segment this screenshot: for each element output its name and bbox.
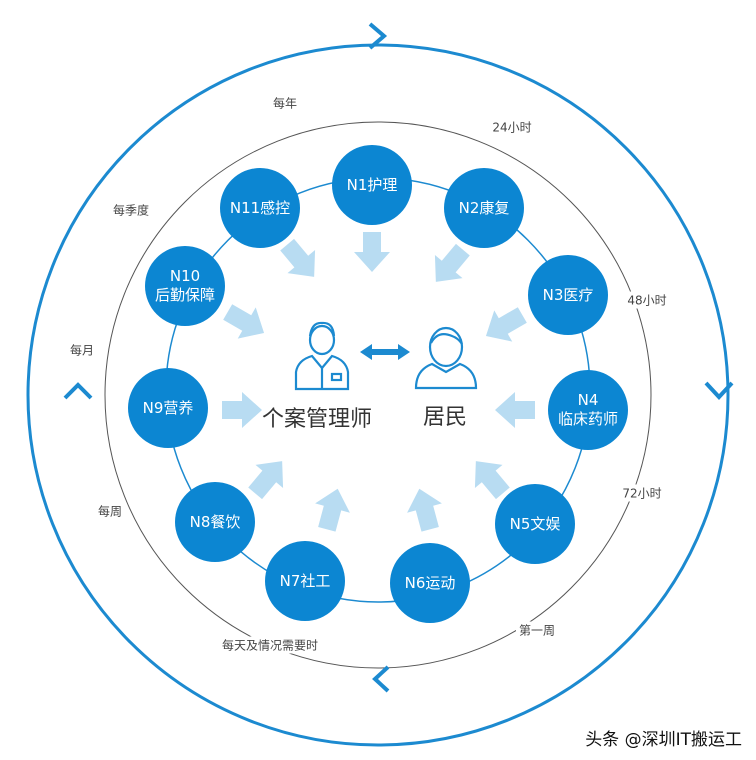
frequency-label-daily: 每天及情况需要时 <box>218 636 322 654</box>
arrow-up-right-icon <box>248 461 284 500</box>
service-node-n11: N11感控 <box>220 168 300 248</box>
person-icon <box>414 326 478 390</box>
chevron-up-icon <box>63 382 93 400</box>
chevron-down-icon <box>704 381 734 400</box>
service-node-n2: N2康复 <box>444 168 524 248</box>
arrow-right-icon <box>223 304 265 339</box>
service-node-label: N4 <box>577 391 599 409</box>
service-node-label: N10 <box>169 267 201 285</box>
chevron-right-icon <box>368 22 388 50</box>
case-manager-label: 个案管理师 <box>261 407 373 432</box>
service-node-label: 后勤保障 <box>154 286 215 304</box>
outer-cycle-ring <box>26 43 730 747</box>
frequency-label-72h: 72小时 <box>619 484 665 502</box>
service-node-n1: N1护理 <box>332 145 412 225</box>
service-node-label: N7社工 <box>279 571 331 590</box>
service-node-label: N8餐饮 <box>189 512 241 531</box>
service-node-n9: N9营养 <box>128 368 208 448</box>
frequency-label-48h: 48小时 <box>624 291 670 309</box>
service-node-label: N9营养 <box>142 398 194 417</box>
arrow-down-left-icon <box>434 243 470 282</box>
resident-label: 居民 <box>422 405 468 430</box>
service-node-n5: N5文娱 <box>495 484 575 564</box>
service-node-n3: N3医疗 <box>528 255 608 335</box>
arrow-right-icon <box>222 392 262 428</box>
arrow-up-icon <box>315 488 350 532</box>
chevron-left-icon <box>372 665 390 693</box>
service-node-label: N5文娱 <box>509 514 561 533</box>
frequency-label-monthly: 每月 <box>66 341 98 359</box>
double-arrow-icon <box>360 344 410 360</box>
service-node-label: 临床药师 <box>557 410 618 428</box>
service-node-label: N6运动 <box>404 573 456 592</box>
service-node-n8: N8餐饮 <box>175 482 255 562</box>
watermark: 头条 @深圳IT搬运工 <box>585 730 742 750</box>
arrow-up-left-icon <box>474 461 510 500</box>
service-node-label: N2康复 <box>458 198 510 217</box>
service-node-label: N3医疗 <box>542 285 594 304</box>
arrow-down-icon <box>354 232 390 272</box>
flow-arrows <box>222 232 535 532</box>
frequency-label-first_week: 第一周 <box>515 621 559 639</box>
service-node-label: N11感控 <box>229 198 291 217</box>
frequency-label-quarterly: 每季度 <box>109 201 153 219</box>
frequency-label-yearly: 每年 <box>269 94 301 112</box>
doctor-icon <box>294 321 350 391</box>
frequency-label-24h: 24小时 <box>489 118 535 136</box>
timeline-ring <box>104 121 652 669</box>
arrow-up-icon <box>407 488 442 532</box>
service-node-n7: N7社工 <box>265 541 345 621</box>
arrow-left-icon <box>495 392 535 428</box>
frequency-label-weekly: 每周 <box>94 502 126 520</box>
service-node-n6: N6运动 <box>390 543 470 623</box>
arrow-left-icon <box>485 307 527 342</box>
service-node-label: N1护理 <box>346 175 398 194</box>
arrow-down-right-icon <box>280 238 316 277</box>
